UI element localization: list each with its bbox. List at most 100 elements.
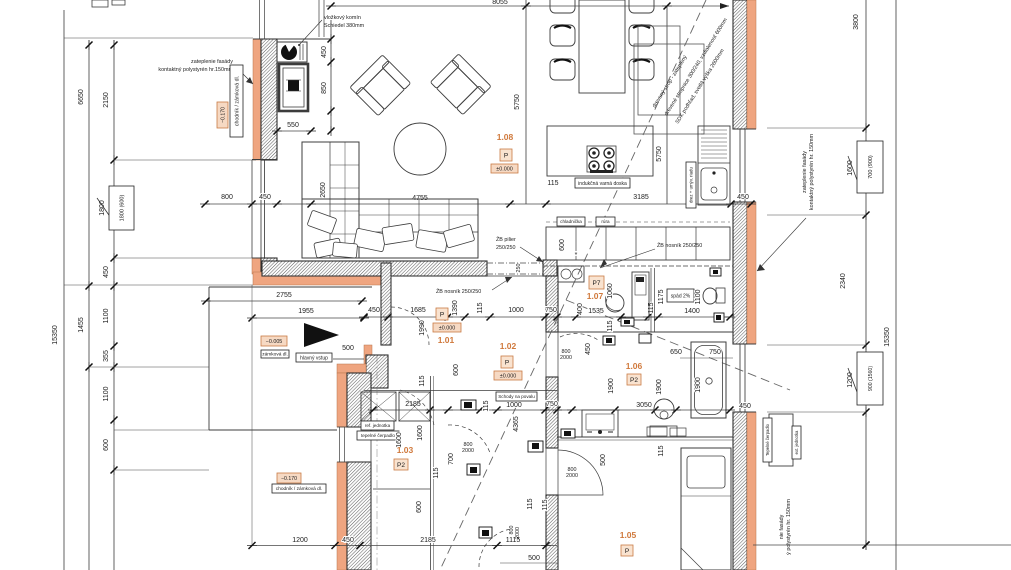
svg-text:1455: 1455 — [78, 317, 85, 333]
svg-text:450: 450 — [585, 343, 592, 355]
svg-text:550: 550 — [287, 122, 299, 129]
svg-text:±0.000: ±0.000 — [496, 166, 512, 172]
svg-text:kontaktný polystyrén hr.150mm: kontaktný polystyrén hr.150mm — [158, 67, 233, 73]
svg-text:900 (1560): 900 (1560) — [868, 366, 874, 391]
svg-text:nie fasády: nie fasády — [779, 514, 785, 539]
svg-text:tepelné čerpadlo: tepelné čerpadlo — [361, 433, 395, 438]
svg-text:3050: 3050 — [636, 402, 652, 409]
svg-text:P: P — [504, 152, 508, 159]
svg-text:450: 450 — [342, 537, 354, 544]
svg-text:±0.000: ±0.000 — [500, 373, 516, 379]
svg-text:spád 2%: spád 2% — [671, 293, 691, 299]
svg-text:750: 750 — [545, 307, 557, 314]
svg-text:1060: 1060 — [607, 283, 614, 299]
svg-text:250: 250 — [516, 264, 522, 273]
svg-text:1200: 1200 — [847, 372, 854, 388]
svg-text:2185: 2185 — [405, 401, 421, 408]
svg-text:2000: 2000 — [560, 355, 572, 361]
svg-text:115: 115 — [547, 180, 558, 187]
svg-text:1000: 1000 — [506, 402, 522, 409]
svg-text:3185: 3185 — [633, 194, 649, 201]
svg-text:1390: 1390 — [452, 300, 459, 316]
svg-text:indukčná varná doska: indukčná varná doska — [578, 181, 627, 187]
svg-text:115: 115 — [542, 499, 549, 510]
svg-text:115: 115 — [658, 445, 665, 456]
svg-text:3800: 3800 — [853, 14, 860, 30]
svg-text:1685: 1685 — [410, 307, 426, 314]
svg-text:355: 355 — [103, 350, 110, 362]
svg-text:450: 450 — [259, 194, 271, 201]
svg-text:500: 500 — [528, 555, 540, 562]
svg-text:2650: 2650 — [320, 182, 327, 198]
svg-text:400: 400 — [577, 303, 584, 315]
svg-text:rúra: rúra — [601, 219, 610, 224]
svg-text:800: 800 — [568, 467, 577, 473]
svg-text:700: 700 — [448, 453, 455, 465]
svg-text:zámková dl.: zámková dl. — [262, 352, 288, 358]
svg-text:vložkový komín: vložkový komín — [324, 15, 361, 21]
svg-text:kontaktný polystyrén hr. 150mm: kontaktný polystyrén hr. 150mm — [809, 133, 815, 210]
svg-text:chodník / zámková dl.: chodník / zámková dl. — [234, 76, 240, 126]
svg-text:1000: 1000 — [508, 307, 524, 314]
svg-text:450: 450 — [321, 46, 328, 58]
svg-text:P2: P2 — [397, 462, 405, 469]
svg-text:Schiedel 380mm: Schiedel 380mm — [324, 23, 365, 29]
svg-text:chladnička: chladnička — [560, 219, 582, 224]
svg-text:1175: 1175 — [658, 289, 665, 304]
svg-text:115: 115 — [477, 302, 484, 313]
svg-text:zateplenie fasády: zateplenie fasády — [802, 151, 808, 193]
svg-text:ext. jednotka: ext. jednotka — [794, 430, 799, 454]
svg-text:8055: 8055 — [492, 0, 508, 6]
svg-text:P2: P2 — [630, 377, 638, 384]
svg-text:1.07: 1.07 — [587, 291, 604, 301]
svg-text:1600: 1600 — [396, 432, 403, 448]
svg-text:±0.000: ±0.000 — [439, 325, 455, 331]
svg-text:drez + umýv. riadu: drez + umýv. riadu — [689, 166, 694, 202]
svg-text:15350: 15350 — [52, 325, 59, 345]
svg-text:1990: 1990 — [419, 320, 426, 336]
svg-text:450: 450 — [103, 266, 110, 278]
svg-text:2000: 2000 — [515, 527, 521, 539]
svg-text:450: 450 — [368, 307, 380, 314]
svg-text:5750: 5750 — [656, 146, 663, 162]
svg-text:1955: 1955 — [298, 308, 314, 315]
svg-text:ŽB nosník 250/250: ŽB nosník 250/250 — [436, 287, 481, 295]
svg-text:600: 600 — [453, 364, 460, 376]
svg-text:*: * — [575, 252, 578, 259]
svg-text:800: 800 — [221, 194, 233, 201]
svg-text:800: 800 — [464, 442, 473, 448]
svg-text:800: 800 — [562, 349, 571, 355]
svg-text:1100: 1100 — [695, 289, 702, 304]
svg-text:2000: 2000 — [462, 448, 474, 454]
svg-text:1.01: 1.01 — [438, 335, 455, 345]
svg-text:2000: 2000 — [566, 473, 578, 479]
svg-text:450: 450 — [739, 403, 751, 410]
svg-text:450: 450 — [737, 194, 749, 201]
svg-text:1900: 1900 — [695, 377, 702, 393]
svg-text:ý polystyrén hr. 150mm: ý polystyrén hr. 150mm — [786, 499, 792, 555]
svg-text:500: 500 — [342, 345, 354, 352]
svg-text:−0.170: −0.170 — [220, 107, 226, 123]
svg-text:6650: 6650 — [78, 89, 85, 105]
svg-text:700 (900): 700 (900) — [868, 155, 874, 179]
svg-text:P: P — [625, 548, 629, 555]
svg-text:−0.005: −0.005 — [266, 339, 283, 345]
svg-text:1400: 1400 — [684, 308, 700, 315]
svg-text:115: 115 — [433, 467, 440, 478]
svg-text:1600: 1600 — [417, 425, 424, 441]
svg-text:hlavný vstup: hlavný vstup — [300, 355, 328, 361]
svg-text:115: 115 — [648, 302, 655, 313]
svg-text:Schody na povalu: Schody na povalu — [498, 394, 535, 399]
svg-text:5750: 5750 — [514, 94, 521, 110]
svg-text:850: 850 — [321, 82, 328, 94]
svg-text:P7: P7 — [593, 280, 601, 287]
svg-text:1200: 1200 — [292, 537, 308, 544]
svg-text:250/250: 250/250 — [496, 245, 516, 251]
svg-text:115: 115 — [607, 320, 614, 331]
svg-text:chodník / zámková dl.: chodník / zámková dl. — [276, 486, 322, 492]
svg-text:1.05: 1.05 — [620, 530, 637, 540]
svg-text:1900: 1900 — [656, 379, 663, 395]
svg-text:1535: 1535 — [588, 308, 604, 315]
svg-text:115: 115 — [483, 400, 490, 411]
svg-text:1.06: 1.06 — [626, 361, 643, 371]
